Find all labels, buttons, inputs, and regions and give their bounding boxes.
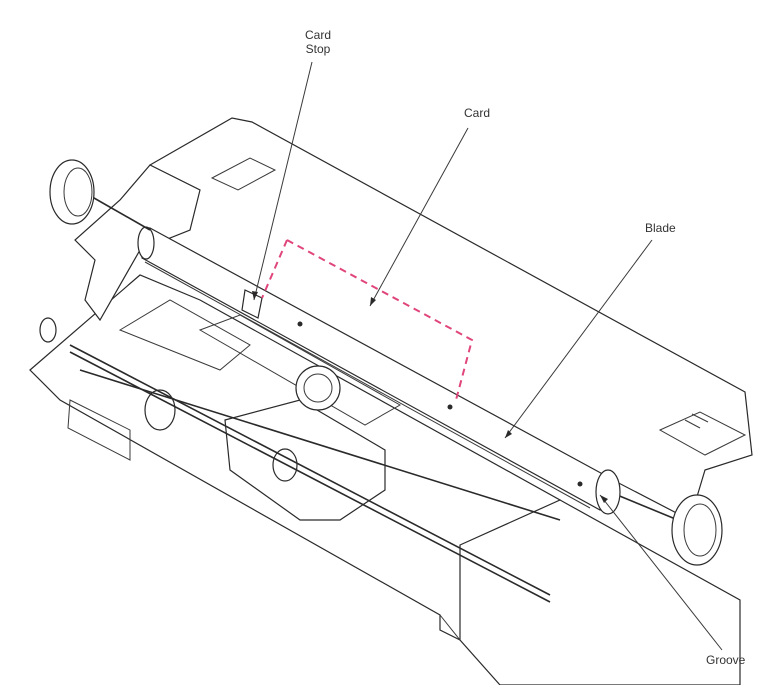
label-card-stop: Card Stop	[305, 28, 331, 56]
card-outline	[261, 239, 474, 401]
leader-card-stop	[253, 61, 313, 301]
label-card-stop-line1: Card	[305, 28, 332, 42]
guide-rod	[69, 344, 551, 596]
groove-gear	[595, 469, 621, 515]
leader-groove	[599, 494, 723, 651]
print-head	[295, 365, 341, 411]
leader-card	[369, 127, 469, 307]
left-knob	[49, 159, 95, 225]
label-card-stop-line2: Stop	[305, 42, 331, 56]
card-stop	[241, 289, 263, 319]
leader-blade	[504, 239, 653, 439]
label-groove: Groove	[706, 653, 746, 667]
label-blade: Blade	[645, 221, 676, 235]
label-card: Card	[464, 106, 491, 120]
right-knob	[671, 494, 723, 566]
